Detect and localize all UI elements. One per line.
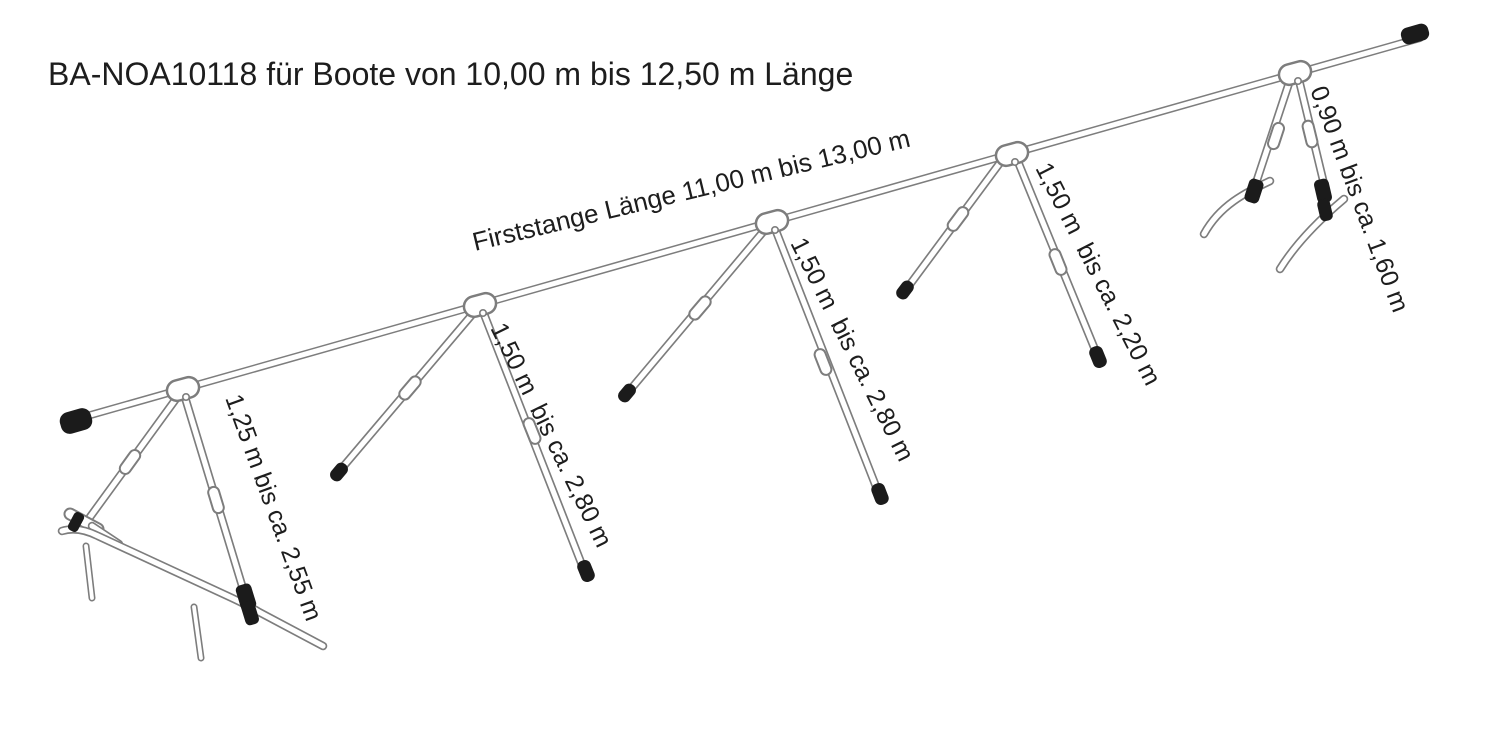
- bow-clamp-rings: [67, 511, 259, 626]
- stern-bracket: [1199, 176, 1349, 274]
- support-3-legs: [625, 221, 882, 494]
- diagram-title: BA-NOA10118 für Boote von 10,00 m bis 12…: [48, 56, 853, 92]
- stern-clamp-rings: [1244, 178, 1333, 222]
- telescopic-collars: [118, 119, 1319, 515]
- rubber-feet: [59, 23, 1430, 583]
- support-2-length-label: 1,50 m bis ca. 2,80 m: [485, 318, 618, 551]
- support-1-legs: [85, 387, 249, 597]
- ridge-t-fittings: [165, 59, 1313, 403]
- ridge-length-label: Firststange Länge 11,00 m bis 13,00 m: [469, 123, 913, 257]
- support-1-length-label: 1,25 m bis ca. 2,55 m: [219, 390, 327, 624]
- ridge-end-cap-left: [59, 408, 93, 434]
- bow-bracket: [57, 507, 328, 662]
- ridge-end-cap-right: [1400, 23, 1430, 45]
- ridge-pole: [76, 34, 1424, 422]
